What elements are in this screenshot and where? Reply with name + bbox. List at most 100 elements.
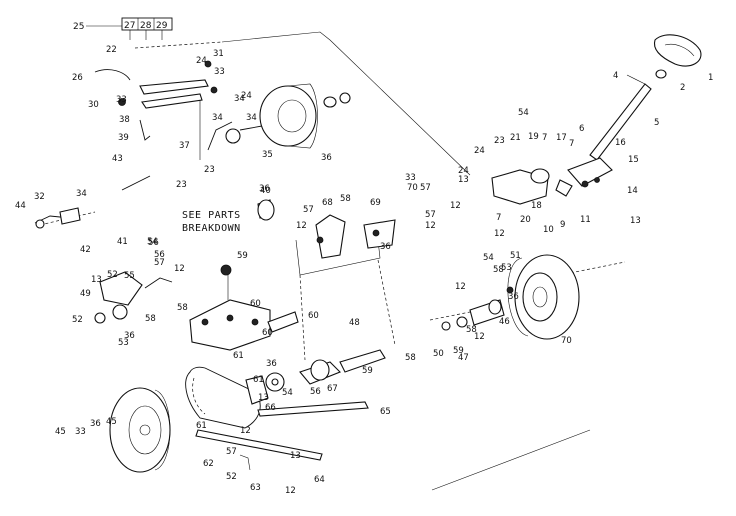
part-number-label: 12 — [285, 486, 296, 496]
part-number-label: 59 — [453, 346, 464, 356]
part-number-label: 31 — [213, 49, 224, 59]
part-number-label: 17 — [556, 133, 567, 143]
part-number-label: 32 — [34, 192, 45, 202]
part-number-label: 36 — [321, 153, 332, 163]
part-number-label: 12 — [296, 221, 307, 231]
part-number-label: 65 — [380, 407, 391, 417]
part-number-label: 56 — [154, 250, 165, 260]
part-number-label: 45 — [55, 427, 66, 437]
part-number-label: 70 — [407, 183, 418, 193]
part-number-label: 12 — [455, 282, 466, 292]
part-number-label: 57 — [420, 183, 431, 193]
part-number-label: 2 — [680, 83, 685, 93]
part-number-label: 58 — [466, 325, 477, 335]
part-number-label: 26 — [72, 73, 83, 83]
part-number-label: 59 — [362, 366, 373, 376]
part-number-label: 42 — [80, 245, 91, 255]
part-number-label: 48 — [349, 318, 360, 328]
part-number-label: 57 — [226, 447, 237, 457]
brake-drum — [225, 83, 318, 149]
part-number-label: 60 — [308, 311, 319, 321]
part-number-label: 37 — [179, 141, 190, 151]
part-number-label: 34 — [234, 94, 245, 104]
part-number-label: 20 — [520, 215, 531, 225]
part-number-label: 54 — [483, 253, 494, 263]
part-number-label: 57 — [425, 210, 436, 220]
lift-bracket — [315, 214, 396, 259]
callout-group-25: 25 27 28 29 — [73, 17, 173, 40]
rear-right-wheel — [507, 254, 580, 340]
left-gear-group — [94, 271, 173, 324]
transmission-frame — [189, 264, 299, 351]
part-number-label: 64 — [314, 475, 325, 485]
part-number-label: 52 — [72, 315, 83, 325]
part-number-label: 59 — [237, 251, 248, 261]
part-number-label: 13 — [630, 216, 641, 226]
callout-item-label: 29 — [156, 21, 168, 31]
part-number-label: 56 — [310, 387, 321, 397]
part-number-label: 24 — [474, 146, 485, 156]
part-number-label: 36 — [266, 359, 277, 369]
part-number-label: 4 — [613, 71, 618, 81]
part-number-label: 33 — [116, 95, 127, 105]
part-number-label: 10 — [543, 225, 554, 235]
part-number-label: 5 — [654, 118, 659, 128]
callout-item-label: 28 — [140, 21, 152, 31]
steering-gear-assembly — [491, 157, 613, 205]
part-number-label: 19 — [528, 132, 539, 142]
drive-belt — [185, 366, 285, 429]
part-number-label: 7 — [542, 133, 547, 143]
part-number-label: 13 — [290, 451, 301, 461]
part-number-label: 12 — [174, 264, 185, 274]
part-number-label: 51 — [510, 251, 521, 261]
rear-left-wheel — [109, 387, 171, 473]
part-number-label: 50 — [433, 349, 444, 359]
part-number-label: 22 — [106, 45, 117, 55]
part-number-label: 9 — [560, 220, 565, 230]
part-number-label: 23 — [494, 136, 505, 146]
note-line-2: BREAKDOWN — [182, 223, 241, 234]
drive-shaft — [299, 349, 386, 385]
part-number-label: 36 — [380, 242, 391, 252]
part-number-label: 33 — [405, 173, 416, 183]
part-number-label: 60 — [262, 328, 273, 338]
guide-lines — [39, 31, 626, 491]
part-number-label: 36 — [508, 292, 519, 302]
see-parts-breakdown-note: SEE PARTS BREAKDOWN — [182, 210, 241, 234]
part-number-label: 68 — [322, 198, 333, 208]
part-number-label: 46 — [499, 317, 510, 327]
part-number-label: 36 — [124, 331, 135, 341]
part-number-label: 12 — [240, 426, 251, 436]
part-number-label: 35 — [262, 150, 273, 160]
part-number-label: 13 — [258, 393, 269, 403]
part-number-label: 24 — [196, 56, 207, 66]
part-number-label: 16 — [615, 138, 626, 148]
part-number-label: 57 — [154, 258, 165, 268]
part-number-label: 67 — [327, 384, 338, 394]
part-number-label: 13 — [91, 275, 102, 285]
part-number-label: 11 — [580, 215, 591, 225]
part-number-label: 61 — [196, 421, 207, 431]
part-number-label: 58 — [145, 314, 156, 324]
part-number-label: 58 — [405, 353, 416, 363]
part-number-label: 18 — [531, 201, 542, 211]
part-number-label: 12 — [450, 201, 461, 211]
part-number-label: 6 — [579, 124, 584, 134]
part-number-label: 56 — [148, 238, 159, 248]
part-number-label: 52 — [107, 270, 118, 280]
part-number-label: 13 — [458, 175, 469, 185]
part-number-label: 40 — [260, 186, 271, 196]
part-number-label: 34 — [246, 113, 257, 123]
part-number-label: 36 — [259, 184, 270, 194]
part-number-label: 62 — [203, 459, 214, 469]
part-number-label: 1 — [708, 73, 713, 83]
part-number-label: 21 — [510, 133, 521, 143]
part-number-label: 54 — [518, 108, 529, 118]
part-number-label: 49 — [80, 289, 91, 299]
part-number-label: 52 — [226, 472, 237, 482]
part-number-label: 63 — [250, 483, 261, 493]
part-number-label: 7 — [496, 213, 501, 223]
right-axle-parts — [441, 286, 514, 331]
part-number-label: 58 — [177, 303, 188, 313]
